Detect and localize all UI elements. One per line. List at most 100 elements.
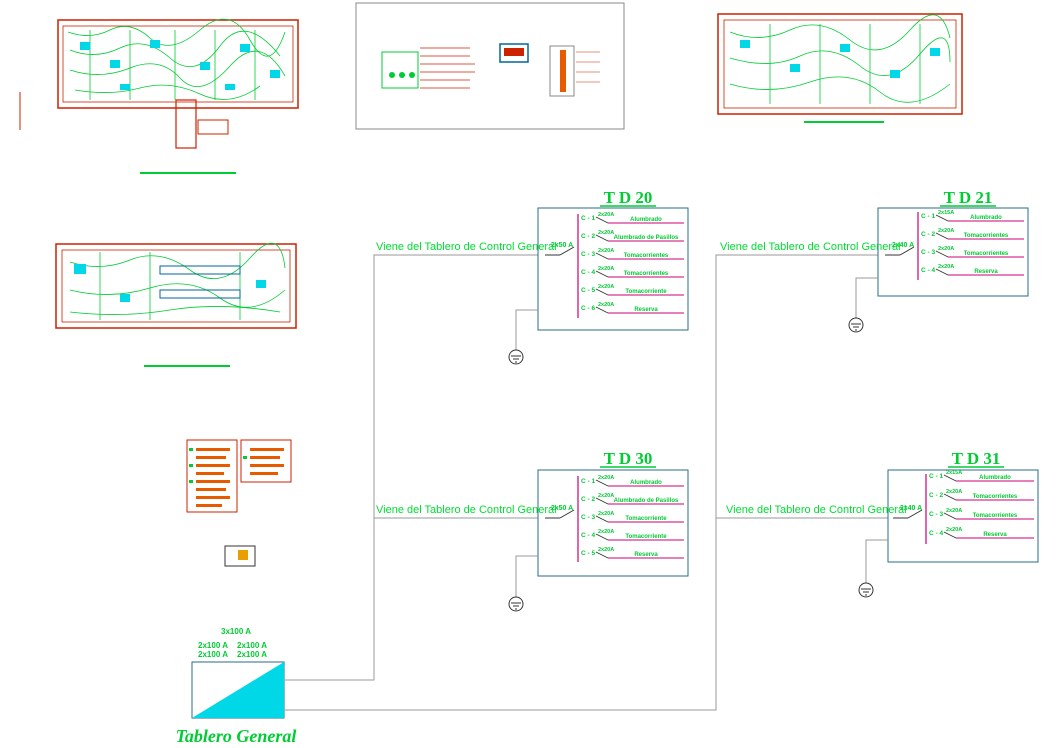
panel-td21-main-breaker: 2x40 A — [892, 242, 914, 249]
circuit-switch — [943, 474, 957, 482]
circuit-rating: 2x20A — [946, 489, 962, 495]
circuit-switch — [595, 306, 609, 314]
circuit-rating: 2x20A — [938, 228, 954, 234]
panel-td21[interactable]: T D 21 Viene del Tablero de Control Gene… — [720, 188, 1029, 333]
circuit-switch — [943, 512, 957, 520]
circuit-description: Alumbrado de Pasillos — [614, 498, 679, 504]
tablero-general-breaker-1: 2x100 A — [198, 641, 228, 650]
panel-td31[interactable]: T D 31 Viene del Tablero de Control Gene… — [726, 449, 1039, 598]
installation-detail-box — [355, 2, 625, 130]
circuit-switch — [595, 288, 609, 296]
floor-plan-second-floor — [717, 13, 963, 123]
circuit-switch — [943, 531, 957, 539]
circuit-code: C - 3 — [921, 249, 935, 256]
circuit-description: Tomacorrientes — [624, 271, 669, 277]
circuit-code: C - 2 — [581, 496, 595, 503]
floor-plan-first-floor — [19, 18, 299, 174]
panel-td20-main-breaker: 2x50 A — [551, 242, 573, 249]
circuit-switch — [943, 493, 957, 501]
circuit-description: Tomacorriente — [625, 516, 667, 522]
circuit-code: C - 2 — [581, 233, 595, 240]
circuit-code: C - 4 — [929, 530, 943, 537]
tablero-general-main-breaker: 3x100 A — [221, 627, 251, 636]
circuit-switch — [595, 479, 609, 487]
circuit-code: C - 4 — [921, 267, 935, 274]
circuit-switch — [595, 551, 609, 559]
panel-td31-title: T D 31 — [952, 449, 1001, 468]
feeder-wiring — [285, 254, 893, 711]
ground-icon — [508, 349, 524, 365]
panel-td20-title: T D 20 — [604, 188, 653, 207]
panel-td20-feed-label: Viene del Tablero de Control General — [376, 241, 557, 253]
panel-td21-feed-label: Viene del Tablero de Control General — [720, 241, 901, 253]
circuit-switch — [595, 252, 609, 260]
circuit-description: Reserva — [634, 552, 658, 558]
circuit-switch — [595, 497, 609, 505]
circuit-switch — [595, 216, 609, 224]
circuit-rating: 2x20A — [598, 302, 614, 308]
circuit-code: C - 1 — [929, 473, 943, 480]
circuit-rating: 2x20A — [938, 264, 954, 270]
circuit-rating: 2x20A — [598, 529, 614, 535]
panel-td30-title: T D 30 — [604, 449, 653, 468]
circuit-description: Tomacorrientes — [973, 513, 1018, 519]
tablero-general[interactable]: 3x100 A 2x100 A 2x100 A 2x100 A 2x100 A … — [176, 627, 297, 746]
circuit-description: Reserva — [983, 532, 1007, 538]
circuit-code: C - 3 — [581, 514, 595, 521]
panel-td30[interactable]: T D 30 Viene del Tablero de Control Gene… — [376, 449, 689, 612]
circuit-rating: 2x20A — [938, 246, 954, 252]
circuit-description: Tomacorrientes — [973, 494, 1018, 500]
circuit-description: Alumbrado — [970, 215, 1002, 221]
circuit-code: C - 3 — [929, 511, 943, 518]
panel-td30-main-breaker: 2x50 A — [551, 505, 573, 512]
circuit-code: C - 2 — [929, 492, 943, 499]
circuit-rating: 2x15A — [946, 470, 962, 476]
circuit-rating: 2x20A — [598, 493, 614, 499]
circuit-description: Alumbrado — [630, 480, 662, 486]
circuit-description: Tomacorriente — [625, 534, 667, 540]
ground-icon — [848, 317, 864, 333]
floor-plan-third-floor — [55, 242, 297, 367]
ground-icon — [508, 596, 524, 612]
circuit-rating: 2x20A — [598, 212, 614, 218]
circuit-description: Alumbrado — [630, 217, 662, 223]
circuit-rating: 2x20A — [598, 511, 614, 517]
circuit-rating: 2x20A — [598, 230, 614, 236]
circuit-switch — [935, 268, 949, 276]
panel-td30-feed-label: Viene del Tablero de Control General — [376, 504, 557, 516]
circuit-code: C - 1 — [581, 215, 595, 222]
circuit-switch — [935, 214, 949, 222]
panel-td20[interactable]: T D 20 Viene del Tablero de Control Gene… — [376, 188, 689, 365]
circuit-code: C - 1 — [581, 478, 595, 485]
circuit-switch — [595, 515, 609, 523]
circuit-description: Alumbrado de Pasillos — [614, 235, 679, 241]
panel-td31-main-breaker: 2x40 A — [900, 505, 922, 512]
circuit-switch — [595, 234, 609, 242]
ground-icon — [858, 582, 874, 598]
circuit-code: C - 3 — [581, 251, 595, 258]
circuit-description: Reserva — [634, 307, 658, 313]
panel-td21-title: T D 21 — [944, 188, 993, 207]
circuit-code: C - 1 — [921, 213, 935, 220]
circuit-switch — [595, 533, 609, 541]
circuit-code: C - 5 — [581, 287, 595, 294]
tablero-general-label: Tablero General — [176, 726, 297, 746]
